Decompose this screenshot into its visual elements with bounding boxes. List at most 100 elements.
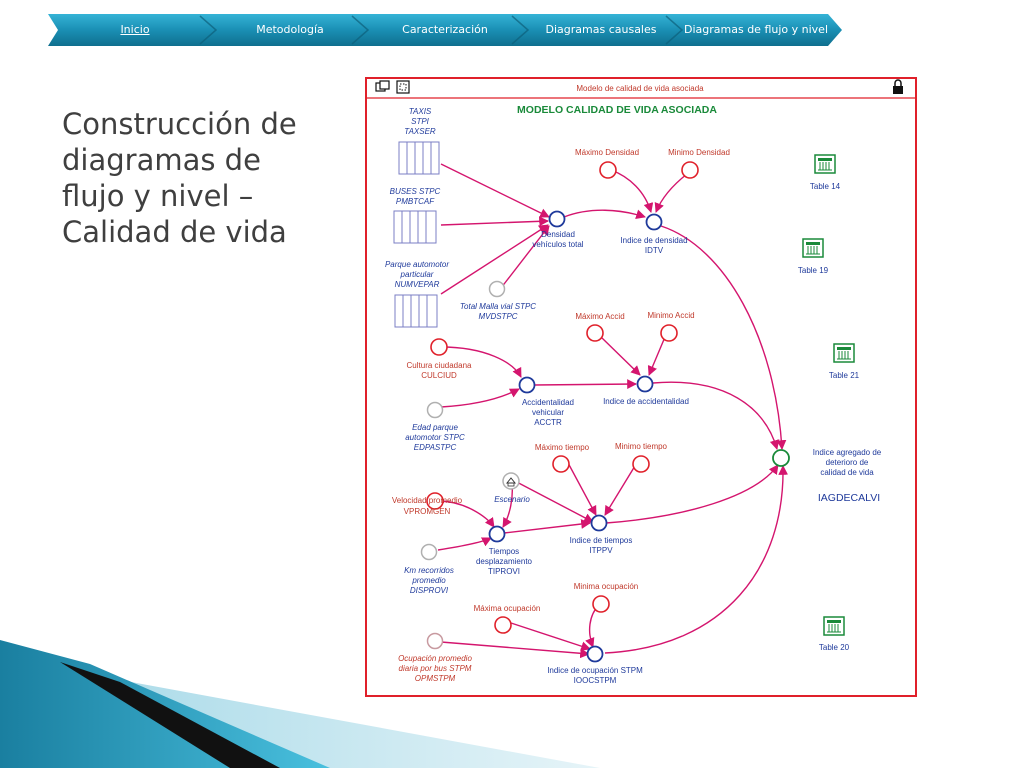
iocc-node[interactable]	[586, 645, 604, 663]
buses-lookup[interactable]	[393, 210, 437, 244]
nav-item-diagramas-flujo-nivel[interactable]: Diagramas de flujo y nivel	[684, 13, 828, 45]
escenario-node[interactable]	[502, 472, 520, 490]
table-icon[interactable]	[833, 343, 855, 363]
select-icon[interactable]	[396, 80, 410, 94]
edad-label: EDPASTPC	[414, 443, 457, 452]
causal-links	[437, 163, 789, 659]
iocc-label: Indice de ocupación STPM	[547, 666, 643, 675]
velocidad-label: Velocidad promedio	[392, 496, 463, 505]
cultura-label: CULCIUD	[421, 371, 457, 380]
km-label: promedio	[411, 576, 446, 585]
acctr-node[interactable]	[518, 376, 536, 394]
acctr-label: Accidentalidad	[522, 398, 574, 407]
km-label: Km recorridos	[404, 566, 454, 575]
edad-label: automotor STPC	[405, 433, 465, 442]
tiempos-label: Tiempos	[489, 547, 519, 556]
nav-item-caracterizacion[interactable]: Caracterización	[374, 13, 516, 45]
max-densidad-label: Máximo Densidad	[575, 148, 639, 157]
ocupacion-label: OPMSTPM	[415, 674, 456, 683]
table-icon[interactable]	[814, 154, 836, 174]
parque-label: Parque automotor	[385, 260, 449, 269]
tiempos-node[interactable]	[488, 525, 506, 543]
iag-code: IAGDECALVI	[818, 492, 880, 504]
nav-item-label: Diagramas causales	[545, 22, 657, 36]
min-tiempo-label: Minimo tiempo	[615, 442, 668, 451]
taxis-label: TAXIS	[409, 107, 432, 116]
taxis-label: TAXSER	[404, 127, 436, 136]
iacc-node[interactable]	[636, 375, 654, 393]
iag-label: calidad de vida	[820, 468, 874, 477]
diagram-heading: MODELO CALIDAD DE VIDA ASOCIADA	[517, 104, 717, 116]
table-icon[interactable]	[802, 238, 824, 258]
max-ocup-label: Máxima ocupación	[474, 604, 541, 613]
copy-icon[interactable]	[375, 80, 390, 92]
malla-node[interactable]	[488, 280, 506, 298]
max-tiempo-label: Máximo tiempo	[535, 443, 590, 452]
max-ocup-node[interactable]	[494, 616, 512, 634]
malla-label: Total Malla vial STPC	[460, 302, 536, 311]
max-accid-node[interactable]	[586, 324, 604, 342]
iag-label: deterioro de	[826, 458, 869, 467]
nav-item-label: Diagramas de flujo y nivel	[684, 22, 828, 36]
iocc-label: IOOCSTPM	[574, 676, 617, 685]
acctr-label: ACCTR	[534, 418, 562, 427]
window-title: Modelo de calidad de vida asociada	[576, 84, 704, 93]
nav-item-label: Caracterización	[402, 22, 488, 36]
taxis-lookup[interactable]	[398, 141, 440, 175]
km-node[interactable]	[420, 543, 438, 561]
ocupacion-label: diaria por bus STPM	[399, 664, 472, 673]
table-label: Table 14	[810, 182, 841, 191]
itppv-label: Indice de tiempos	[570, 536, 633, 545]
table-label: Table 20	[819, 643, 850, 652]
min-densidad-label: Minimo Densidad	[668, 148, 730, 157]
velocidad-node[interactable]	[426, 492, 444, 510]
max-tiempo-node[interactable]	[552, 455, 570, 473]
min-accid-node[interactable]	[660, 324, 678, 342]
parque-label: NUMVEPAR	[395, 280, 440, 289]
idtv-node[interactable]	[645, 213, 663, 231]
idtv-label: Indice de densidad	[620, 236, 687, 245]
stock-flow-diagram: Modelo de calidad de vida asociada MODEL…	[365, 77, 917, 697]
cultura-node[interactable]	[430, 338, 448, 356]
top-navigation-bar: Inicio Metodología Caracterización Diagr…	[0, 0, 1024, 60]
nav-item-label: Metodología	[256, 22, 324, 36]
buses-label: PMBTCAF	[396, 197, 435, 206]
min-densidad-node[interactable]	[681, 161, 699, 179]
taxis-label: STPI	[411, 117, 430, 126]
malla-label: MVDSTPC	[478, 312, 517, 321]
km-label: DISPROVI	[410, 586, 449, 595]
cultura-label: Cultura ciudadana	[407, 361, 472, 370]
table-icon[interactable]	[823, 616, 845, 636]
densidad-node[interactable]	[548, 210, 566, 228]
nav-item-diagramas-causales[interactable]: Diagramas causales	[530, 13, 672, 45]
tiempos-label: TIPROVI	[488, 567, 520, 576]
min-ocup-node[interactable]	[592, 595, 610, 613]
parque-label: particular	[400, 270, 434, 279]
max-densidad-node[interactable]	[599, 161, 617, 179]
parque-lookup[interactable]	[394, 294, 438, 328]
itppv-node[interactable]	[590, 514, 608, 532]
nav-bar-shape	[48, 14, 842, 46]
max-accid-label: Máximo Accid	[575, 312, 624, 321]
iag-node[interactable]	[772, 449, 790, 467]
buses-label: BUSES STPC	[390, 187, 441, 196]
velocidad-label: VPROMGEN	[404, 507, 451, 516]
min-accid-label: Minimo Accid	[647, 311, 694, 320]
escenario-label: Escenario	[494, 495, 530, 504]
decorative-swoosh	[0, 640, 600, 768]
edad-node[interactable]	[426, 401, 444, 419]
acctr-label: vehicular	[532, 408, 564, 417]
idtv-label: IDTV	[645, 246, 664, 255]
ocupacion-node[interactable]	[426, 632, 444, 650]
edad-label: Edad parque	[412, 423, 458, 432]
nav-item-metodologia[interactable]: Metodología	[222, 13, 358, 45]
iag-label: Indice agregado de	[813, 448, 882, 457]
nav-item-inicio[interactable]: Inicio	[80, 13, 190, 45]
lock-icon[interactable]	[893, 79, 903, 94]
min-tiempo-node[interactable]	[632, 455, 650, 473]
densidad-label: vehículos total	[532, 240, 583, 249]
slide-title: Construcción de diagramas de flujo y niv…	[62, 107, 297, 249]
iacc-label: Indice de accidentalidad	[603, 397, 689, 406]
min-ocup-label: Minima ocupación	[574, 582, 638, 591]
ocupacion-label: Ocupación promedio	[398, 654, 472, 663]
